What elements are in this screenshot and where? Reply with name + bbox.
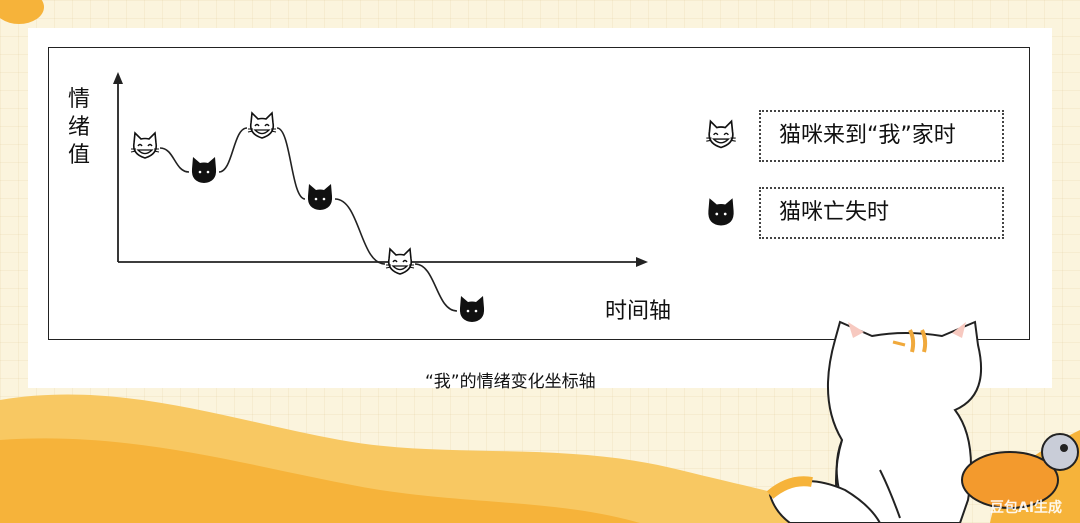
diagram-panel xyxy=(28,28,1052,388)
y-axis-label: 情 绪 值 xyxy=(64,86,94,170)
sitting-cat-illustration xyxy=(766,320,1079,523)
happy-cat-icon xyxy=(130,131,160,159)
legend-happy-label: 猫咪来到“我”家时 xyxy=(759,110,1004,162)
emotion-curve-segment xyxy=(414,263,458,312)
watermark: 豆包AI生成 xyxy=(990,500,1063,516)
x-axis-label: 时间轴 xyxy=(605,299,672,324)
emotion-curve-segment xyxy=(218,127,248,173)
diagram-frame xyxy=(48,47,1030,340)
y-axis-label-char: 情 xyxy=(67,87,90,112)
x-axis-arrow xyxy=(636,257,648,267)
emotion-curve-segment xyxy=(334,198,386,265)
happy-cat-icon xyxy=(385,247,415,275)
y-axis-label-char: 值 xyxy=(67,143,90,168)
legend-sad-label: 猫咪亡失时 xyxy=(759,187,1004,239)
black-cat-icon xyxy=(307,184,333,210)
black-cat-icon xyxy=(708,198,734,226)
diagram-caption: “我”的情绪变化坐标轴 xyxy=(425,372,596,392)
y-axis-arrow xyxy=(113,72,123,84)
black-cat-icon xyxy=(191,157,217,183)
emotion-curve-segment xyxy=(159,147,190,173)
happy-cat-icon xyxy=(706,119,736,149)
black-cat-icon xyxy=(459,296,485,322)
y-axis-label-char: 绪 xyxy=(67,115,90,140)
emotion-curve-segment xyxy=(276,127,306,200)
happy-cat-icon xyxy=(247,111,277,139)
